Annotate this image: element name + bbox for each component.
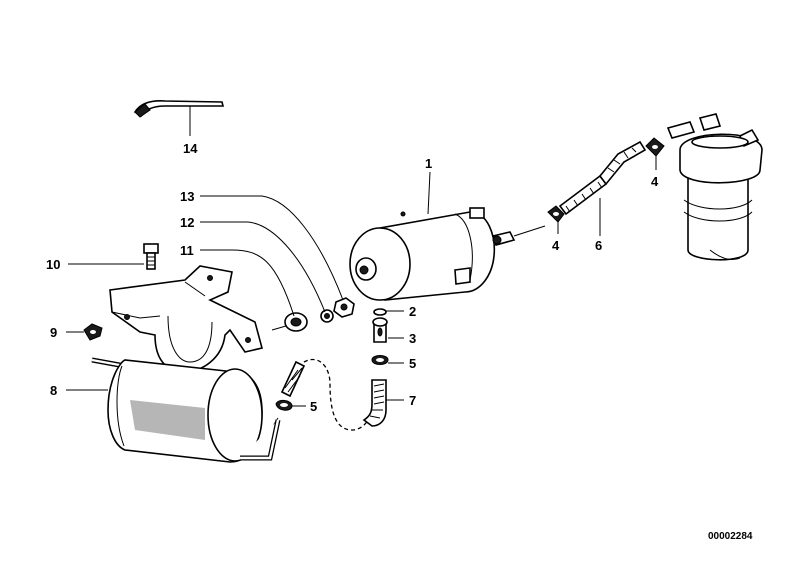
callout-2: 2 <box>409 304 416 319</box>
part-7-fuel-hose[interactable] <box>362 379 387 427</box>
part-13-nut[interactable] <box>333 297 355 318</box>
callout-5-upper: 5 <box>409 356 416 371</box>
part-4-clamp-left[interactable] <box>547 205 565 223</box>
part-2-seal-ring[interactable] <box>373 308 387 316</box>
callout-11: 11 <box>180 243 194 258</box>
callout-7: 7 <box>409 393 416 408</box>
callout-10: 10 <box>46 257 60 272</box>
callout-4-right: 4 <box>651 174 659 189</box>
part-12-washer[interactable] <box>320 309 334 323</box>
part-10-bolt[interactable] <box>143 243 159 270</box>
callout-8: 8 <box>50 383 57 398</box>
callout-1: 1 <box>425 156 432 171</box>
callout-13: 13 <box>180 189 194 204</box>
part-5-clamp-upper[interactable] <box>371 355 389 365</box>
reservoir-hose[interactable] <box>280 358 369 431</box>
callout-9: 9 <box>50 325 57 340</box>
callout-12: 12 <box>180 215 194 230</box>
callout-4-left: 4 <box>552 238 560 253</box>
bracket[interactable] <box>109 265 263 373</box>
fuel-filter[interactable] <box>666 113 763 261</box>
part-1-fuel-pump[interactable] <box>349 207 546 301</box>
part-4-clamp-right[interactable] <box>645 137 665 157</box>
part-3-fitting[interactable] <box>372 317 388 343</box>
drawing-code: 00002284 <box>708 531 753 542</box>
part-14-clip[interactable] <box>133 100 225 118</box>
part-8-reservoir[interactable] <box>91 357 281 463</box>
leader-lines <box>66 156 657 407</box>
callout-14: 14 <box>183 141 198 156</box>
callout-5-lower: 5 <box>310 399 317 414</box>
callout-6: 6 <box>595 238 602 253</box>
part-6-hose[interactable] <box>558 140 647 216</box>
callout-3: 3 <box>409 331 416 346</box>
part-9-nut[interactable] <box>83 323 103 341</box>
part-11-rubber-mount[interactable] <box>271 312 308 332</box>
part-5-clamp-lower[interactable] <box>275 399 293 411</box>
